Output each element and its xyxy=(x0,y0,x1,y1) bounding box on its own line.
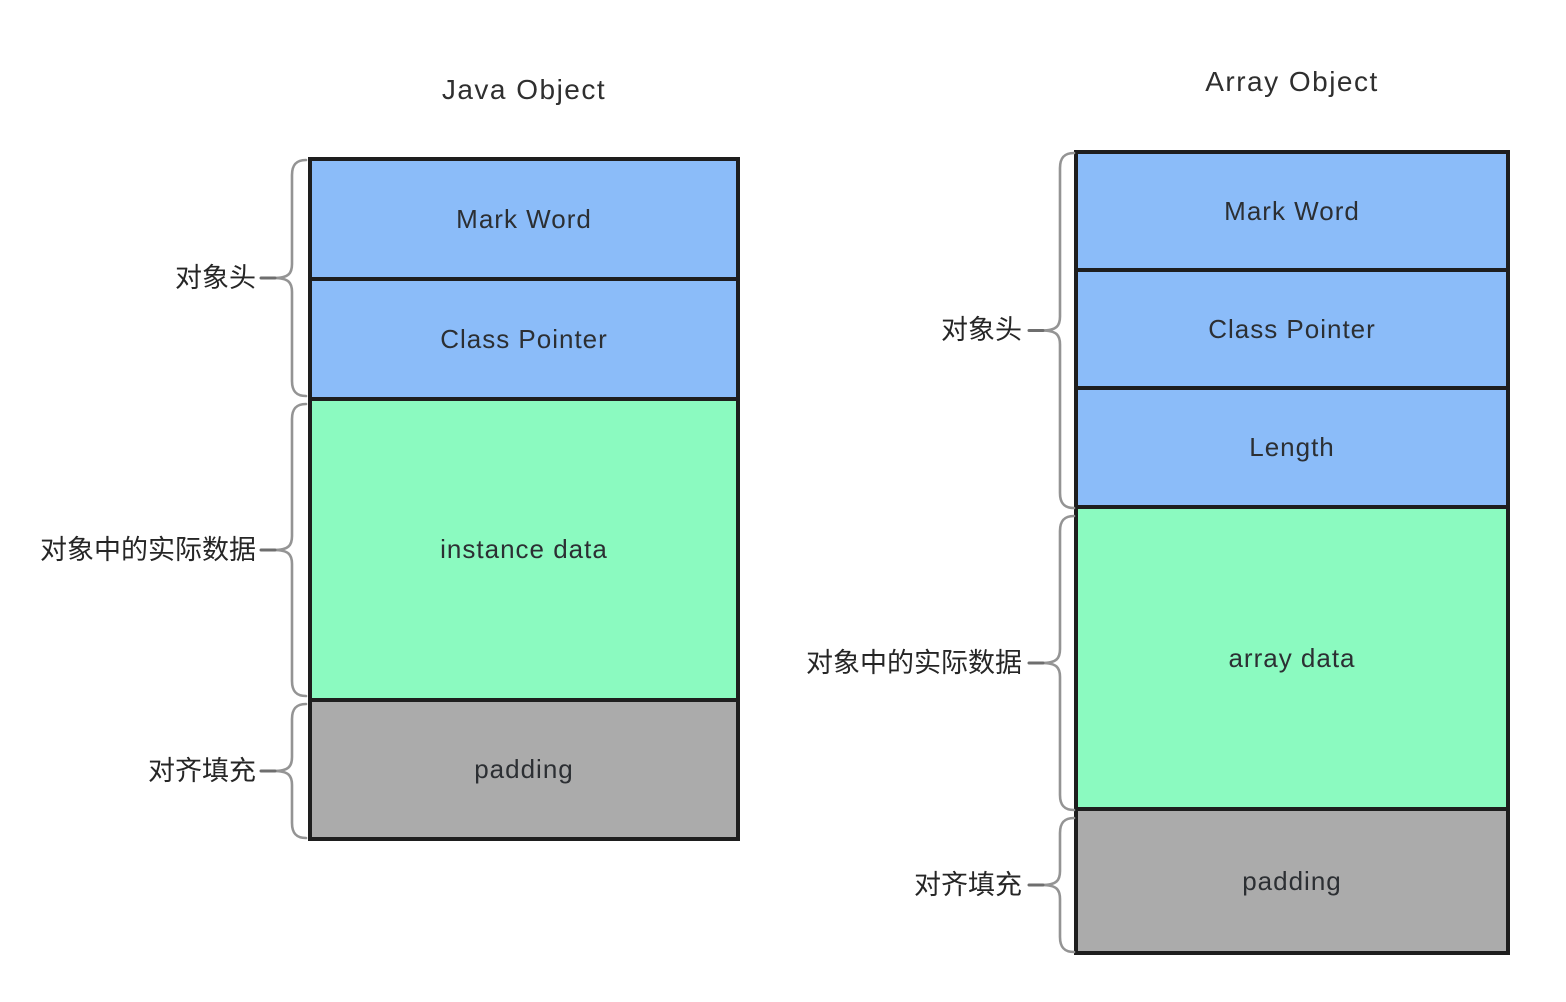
group-label-actual-data: 对象中的实际数据 xyxy=(806,648,1022,678)
segment-mark-word-label: Mark Word xyxy=(456,203,592,234)
brace-object-header xyxy=(1027,151,1076,510)
brace-padding xyxy=(1027,816,1076,954)
segment-mark-word-label: Mark Word xyxy=(1224,195,1360,226)
segment-array-data: array data xyxy=(1078,509,1506,811)
group-label-object-header: 对象头 xyxy=(175,263,256,293)
brace-object-header xyxy=(259,158,308,398)
java-object-title: Java Object xyxy=(441,74,607,105)
segment-padding: padding xyxy=(312,702,736,837)
group-label-object-header: 对象头 xyxy=(941,315,1022,345)
segment-length: Length xyxy=(1078,390,1506,509)
brace-array-data xyxy=(1027,514,1076,812)
segment-padding-label: padding xyxy=(474,754,574,784)
segment-class-pointer-label: Class Pointer xyxy=(440,323,608,354)
segment-class-pointer: Class Pointer xyxy=(1078,272,1506,390)
segment-class-pointer: Class Pointer xyxy=(312,281,736,401)
segment-padding-label: padding xyxy=(1242,865,1342,896)
brace-instance-data xyxy=(259,402,308,698)
brace-padding xyxy=(259,702,308,840)
segment-length-label: Length xyxy=(1249,432,1335,462)
segment-mark-word: Mark Word xyxy=(312,161,736,281)
group-label-alignment-padding: 对齐填充 xyxy=(914,870,1022,900)
group-label-alignment-padding: 对齐填充 xyxy=(148,756,256,786)
segment-instance-data-label: instance data xyxy=(440,534,608,564)
array-object-stack: Mark Word Class Pointer Length array dat… xyxy=(1074,150,1510,955)
segment-array-data-label: array data xyxy=(1228,642,1356,673)
segment-instance-data: instance data xyxy=(312,401,736,702)
array-object-title: Array Object xyxy=(1205,66,1379,97)
segment-padding: padding xyxy=(1078,811,1506,951)
segment-mark-word: Mark Word xyxy=(1078,154,1506,272)
segment-class-pointer-label: Class Pointer xyxy=(1208,313,1376,344)
java-object-stack: Mark Word Class Pointer instance data pa… xyxy=(308,157,740,841)
group-label-actual-data: 对象中的实际数据 xyxy=(40,535,256,565)
